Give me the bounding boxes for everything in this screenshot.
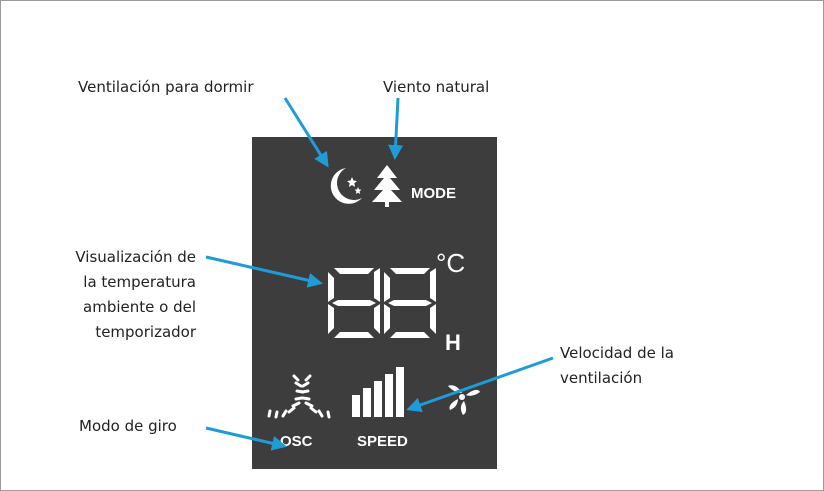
moon-stars-icon (330, 168, 362, 204)
callout-oscillation: Modo de giro (79, 417, 177, 435)
speed-label: SPEED (357, 433, 408, 450)
celsius-unit: °C (436, 248, 465, 278)
callout-speed-1: Velocidad de la (560, 344, 674, 362)
callout-display-3: ambiente o del (83, 298, 196, 316)
mode-label: MODE (411, 185, 456, 202)
callout-sleep: Ventilación para dormir (78, 78, 254, 96)
arrow-speed (406, 356, 554, 413)
callout-display-1: Visualización de (75, 248, 196, 266)
oscillation-icon (267, 374, 331, 419)
arrow-natural (388, 97, 404, 160)
osc-label: OSC (280, 433, 313, 450)
callout-arrows (205, 97, 554, 451)
hours-unit: H (445, 330, 461, 355)
arrow-sleep (283, 97, 329, 168)
callout-display-2: la temperatura (83, 273, 196, 291)
digit-1 (328, 268, 380, 338)
callout-display-4: temporizador (95, 323, 196, 341)
callout-speed-2: ventilación (560, 369, 643, 387)
speed-bars-icon (352, 367, 404, 417)
arrow-display (205, 255, 323, 288)
tree-icon (372, 165, 402, 207)
seven-segment-display (328, 268, 436, 338)
arrow-oscillation (205, 426, 287, 451)
callout-natural: Viento natural (383, 78, 490, 96)
digit-2 (384, 268, 436, 338)
